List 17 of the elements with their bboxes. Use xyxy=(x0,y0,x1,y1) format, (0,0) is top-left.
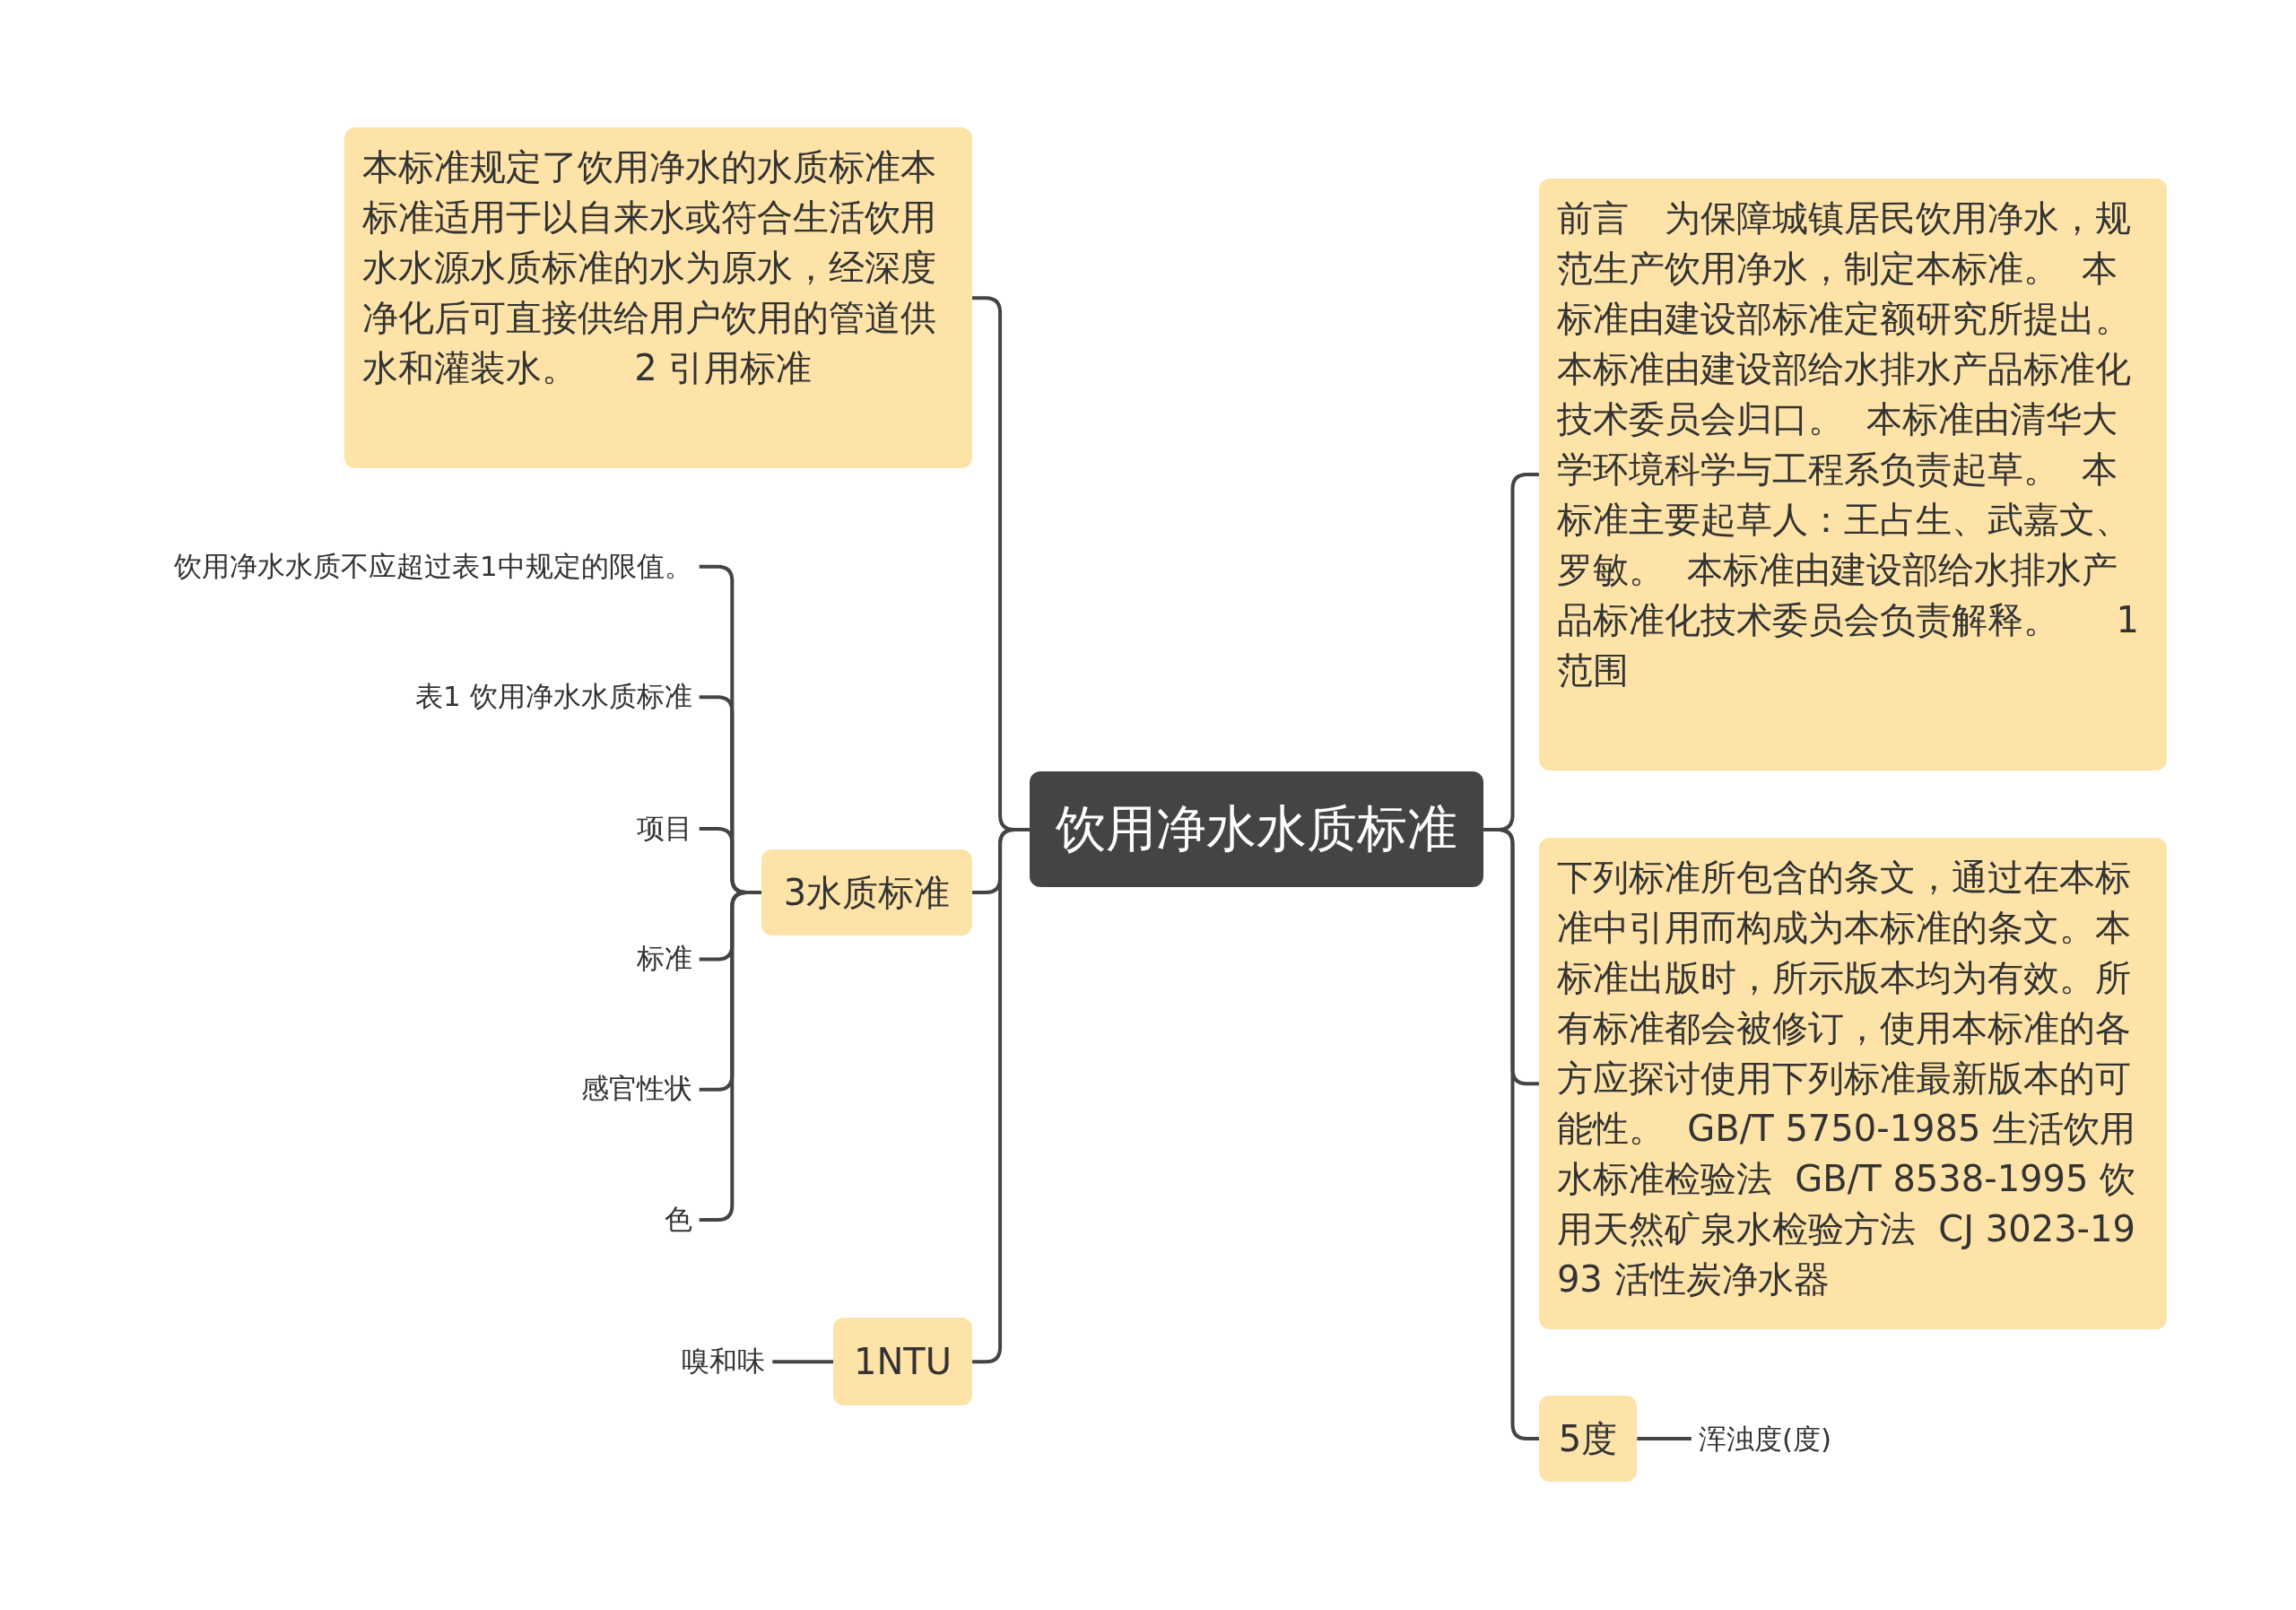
topic-box: 下列标准所包含的条文，通过在本标准中引用而构成为本标准的条文。本标准出版时，所示版本均为有效。所有标准都会被修订，使用本标准的各方应探讨使用下列标准最新版本的可能性。 GB/T 5750-1985 生活饮用水标准检验法 GB/T 8538-1995 饮用天然矿泉水检验方法 CJ 3023-1993 活性炭净水器 xyxy=(1538,837,2168,1330)
topic-box: 5度 xyxy=(1538,1395,1638,1483)
connector-line xyxy=(772,1360,833,1364)
topic-text: 饮用净水水质不应超过表1中规定的限值。 xyxy=(173,547,692,587)
topic-text: 浑浊度(度) xyxy=(1698,1420,1832,1459)
connector-line xyxy=(1637,1437,1692,1441)
topic-box: 本标准规定了饮用净水的水质标准本标准适用于以自来水或符合生活饮用水水源水质标准的水为原水，经深度净化后可直接供给用户饮用的管道供水和灌装水。 2 引用标准 xyxy=(344,127,973,469)
central-topic-box: 饮用净水水质标准 xyxy=(1029,771,1483,888)
topic-text: 感官性状 xyxy=(580,1070,692,1109)
topic-text: 项目 xyxy=(636,809,692,849)
topic-text: 表1 饮用净水水质标准 xyxy=(415,677,692,717)
topic-text: 嗅和味 xyxy=(682,1343,766,1381)
topic-text: 色 xyxy=(664,1200,692,1240)
topic-text: 标准 xyxy=(636,940,692,979)
topic-box: 1NTU xyxy=(832,1318,973,1406)
topic-box: 前言 为保障城镇居民饮用净水，规范生产饮用净水，制定本标准。 本标准由建设部标准定额研究所提出。本标准由建设部给水排水产品标准化技术委员会归口。 本标准由清华大学环境科学与工程系负责起草。 本标准主要起草人：王占生、武嘉文、罗敏。 本标准由建设部给水排水产品标准化技术委员会负责解释。 1范围 xyxy=(1538,178,2168,770)
topic-box: 3水质标准 xyxy=(761,849,973,936)
